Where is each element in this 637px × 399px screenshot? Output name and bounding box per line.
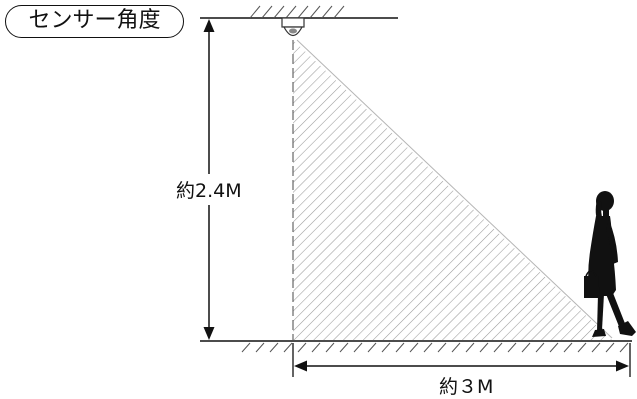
floor-hatching (241, 342, 629, 353)
detection-zone (293, 40, 612, 340)
distance-label: 約３M (437, 372, 496, 399)
height-label: 約2.4M (176, 174, 242, 205)
sensor-angle-title-badge: センサー角度 (5, 5, 184, 38)
ceiling-hatching (250, 5, 345, 18)
detection-zone-edge (296, 39, 613, 339)
walking-person-silhouette-icon (584, 191, 636, 337)
ceiling-sensor-icon (281, 17, 305, 37)
distance-dimension-arrow (292, 343, 631, 377)
